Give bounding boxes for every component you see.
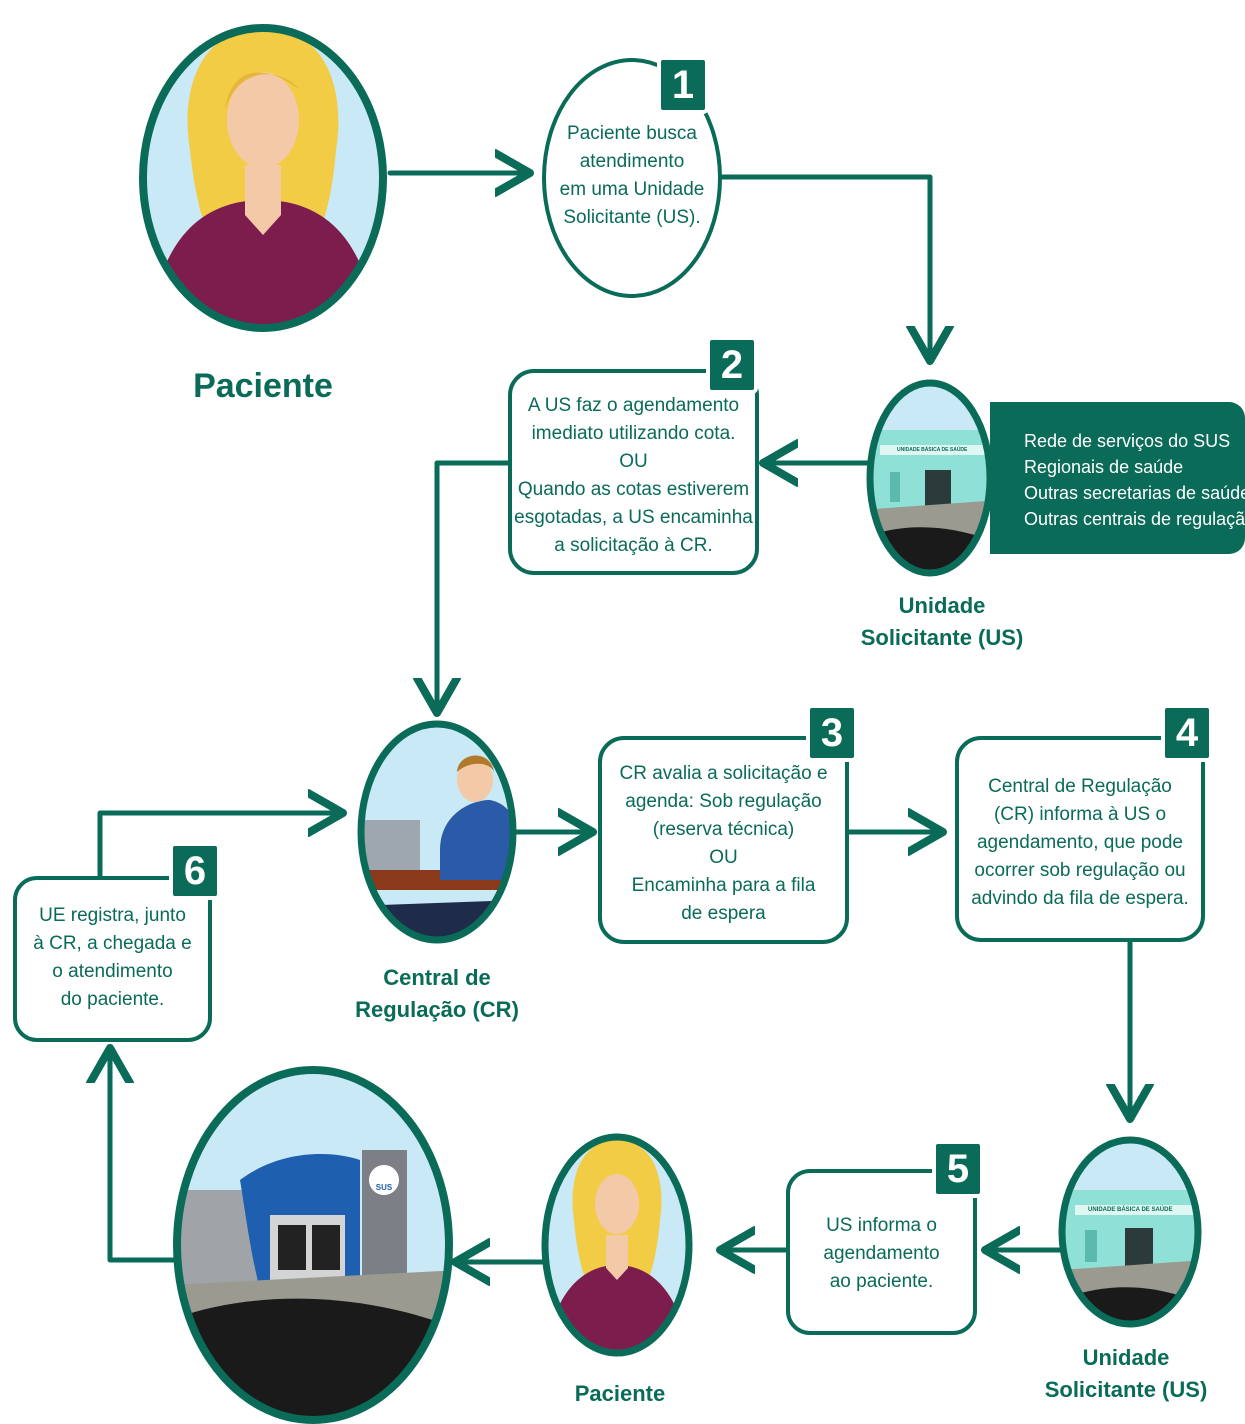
- step-1-badge: 1: [657, 56, 709, 114]
- step-5-badge: 5: [932, 1140, 984, 1198]
- us-network-item: Outras secretarias de saúde: [1024, 483, 1245, 503]
- step-6-box: [13, 876, 212, 1042]
- step-2-badge: 2: [706, 336, 758, 394]
- us-top-building: [866, 379, 994, 577]
- us-network-item: Regionais de saúde: [1024, 457, 1184, 477]
- arrow-step2-to-cr: [437, 460, 513, 708]
- us-network-item: Rede de serviços do SUS: [1024, 431, 1231, 451]
- step-1-bubble: [542, 58, 722, 298]
- step-6-badge: 6: [169, 842, 221, 900]
- step-4-box: [955, 736, 1205, 942]
- us-network-list: Rede de serviços do SUS Regionais de saú…: [1024, 428, 1245, 532]
- step-3-badge: 3: [806, 704, 858, 762]
- step-4-text: Central de Regulação(CR) informa à US o …: [971, 776, 1189, 909]
- paciente-bottom-avatar: [541, 1133, 693, 1357]
- paciente-top-caption: Paciente: [193, 367, 333, 405]
- arrow-step1-to-us: [714, 174, 930, 356]
- us-top-sign: UNIDADE BÁSICA DE SAÚDE: [897, 447, 968, 453]
- ue-building: [173, 1066, 453, 1424]
- paciente-top-avatar: [139, 24, 387, 332]
- arrow-step6-to-cr: [97, 813, 338, 879]
- step-2-box: [508, 369, 759, 575]
- arrow-ue-to-step6: [110, 1053, 180, 1263]
- ue-sign: SUS: [375, 1183, 393, 1192]
- step-4-badge: 4: [1161, 704, 1213, 762]
- cr-operator: [357, 720, 517, 944]
- us-network-panel: [990, 402, 1245, 554]
- paciente-bottom-caption: Paciente: [574, 1381, 666, 1406]
- step-3-box: [598, 736, 849, 944]
- us-network-item: Outras centrais de regulação: [1024, 509, 1245, 529]
- us-bottom-building: [1058, 1136, 1202, 1328]
- step-5-box: [786, 1169, 977, 1335]
- us-bottom-sign: UNIDADE BÁSICA DE SAÚDE: [1088, 1207, 1173, 1213]
